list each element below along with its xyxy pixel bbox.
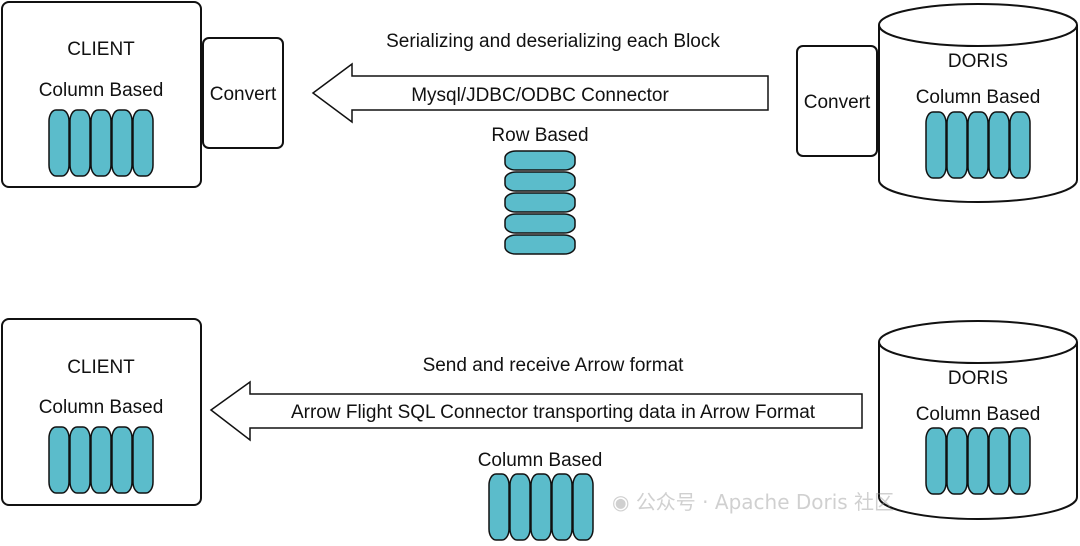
- column-cell: [90, 426, 112, 494]
- bottom-arrow-label: Arrow Flight SQL Connector transporting …: [291, 402, 816, 423]
- row-cell: [504, 234, 576, 255]
- column-cell: [48, 426, 70, 494]
- column-cell: [90, 109, 112, 177]
- top-arrow-label: Mysql/JDBC/ODBC Connector: [411, 85, 669, 106]
- top-left-arrow-icon: [311, 62, 769, 124]
- top-doris-convert-label: Convert: [804, 92, 871, 113]
- column-cell: [925, 111, 947, 179]
- bottom-transfer-column-store-icon: [488, 473, 594, 541]
- bottom-client-column-store-icon: [48, 426, 154, 494]
- column-cell: [69, 109, 91, 177]
- top-client-subtitle: Column Based: [39, 80, 164, 101]
- watermark: ◉ 公众号 · Apache Doris 社区: [612, 486, 894, 515]
- column-cell: [530, 473, 552, 541]
- column-cell: [48, 109, 70, 177]
- column-cell: [509, 473, 531, 541]
- column-cell: [946, 427, 968, 495]
- column-cell: [111, 426, 133, 494]
- column-cell: [946, 111, 968, 179]
- column-cell: [132, 426, 154, 494]
- top-client-convert-label: Convert: [210, 84, 277, 105]
- bottom-doris-column-store-icon: [925, 427, 1031, 495]
- row-cell: [504, 192, 576, 213]
- watermark-text: 公众号 · Apache Doris 社区: [635, 490, 895, 514]
- wechat-icon: ◉: [612, 490, 630, 514]
- bottom-client-title: CLIENT: [67, 357, 135, 378]
- bottom-client-subtitle: Column Based: [39, 397, 164, 418]
- top-client-title: CLIENT: [67, 39, 135, 60]
- column-cell: [988, 427, 1010, 495]
- column-cell: [572, 473, 594, 541]
- column-cell: [488, 473, 510, 541]
- bottom-transfer-label: Column Based: [478, 450, 603, 471]
- column-cell: [967, 427, 989, 495]
- column-cell: [132, 109, 154, 177]
- top-client-column-store-icon: [48, 109, 154, 177]
- column-cell: [988, 111, 1010, 179]
- top-client-convert-box: [202, 37, 284, 149]
- row-cell: [504, 150, 576, 171]
- column-cell: [69, 426, 91, 494]
- column-cell: [551, 473, 573, 541]
- column-cell: [1009, 427, 1031, 495]
- column-cell: [111, 109, 133, 177]
- row-cell: [504, 171, 576, 192]
- top-doris-subtitle: Column Based: [916, 87, 1041, 108]
- top-arrow-caption: Serializing and deserializing each Block: [386, 31, 720, 52]
- top-transfer-label: Row Based: [491, 125, 588, 146]
- top-doris-convert-box: [796, 45, 878, 157]
- top-doris-title: DORIS: [948, 51, 1008, 72]
- bottom-arrow-caption: Send and receive Arrow format: [423, 355, 685, 376]
- bottom-left-arrow-icon: [209, 380, 863, 442]
- bottom-doris-subtitle: Column Based: [916, 404, 1041, 425]
- bottom-doris-title: DORIS: [948, 368, 1008, 389]
- row-cell: [504, 213, 576, 234]
- top-doris-column-store-icon: [925, 111, 1031, 179]
- column-cell: [1009, 111, 1031, 179]
- column-cell: [925, 427, 947, 495]
- column-cell: [967, 111, 989, 179]
- top-row-store-icon: [504, 150, 576, 255]
